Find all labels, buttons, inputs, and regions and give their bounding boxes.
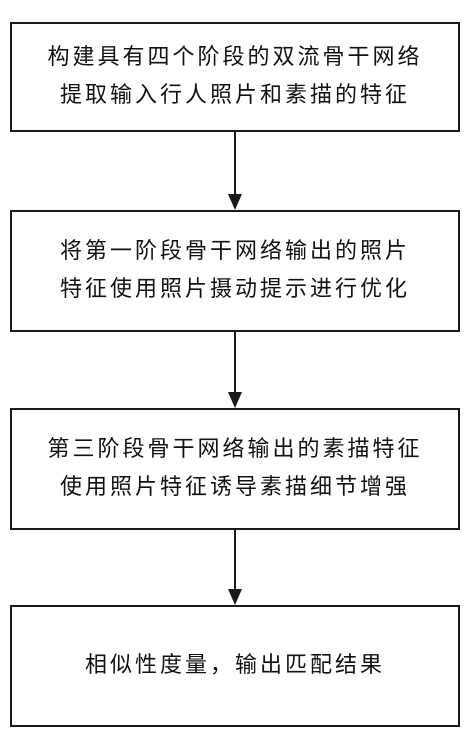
step-1-box: 构建具有四个阶段的双流骨干网络 提取输入行人照片和素描的特征 — [10, 22, 460, 132]
step-2-line-1: 将第一阶段骨干网络输出的照片 — [59, 239, 410, 264]
arrow-3-to-4 — [228, 530, 242, 605]
step-1-line-2: 提取输入行人照片和素描的特征 — [59, 83, 410, 108]
arrow-1-to-2 — [228, 132, 242, 210]
step-3-box: 第三阶段骨干网络输出的素描特征 使用照片特征诱导素描细节增强 — [10, 408, 460, 530]
step-4-box: 相似性度量，输出匹配结果 — [10, 605, 460, 727]
step-1-line-1: 构建具有四个阶段的双流骨干网络 — [47, 45, 423, 70]
step-4-line-1: 相似性度量，输出匹配结果 — [84, 653, 385, 678]
arrow-2-to-3 — [228, 332, 242, 408]
step-3-line-2: 使用照片特征诱导素描细节增强 — [59, 475, 410, 500]
step-2-line-2: 特征使用照片摄动提示进行优化 — [59, 277, 410, 302]
step-3-line-1: 第三阶段骨干网络输出的素描特征 — [47, 437, 423, 462]
step-2-box: 将第一阶段骨干网络输出的照片 特征使用照片摄动提示进行优化 — [10, 210, 460, 332]
